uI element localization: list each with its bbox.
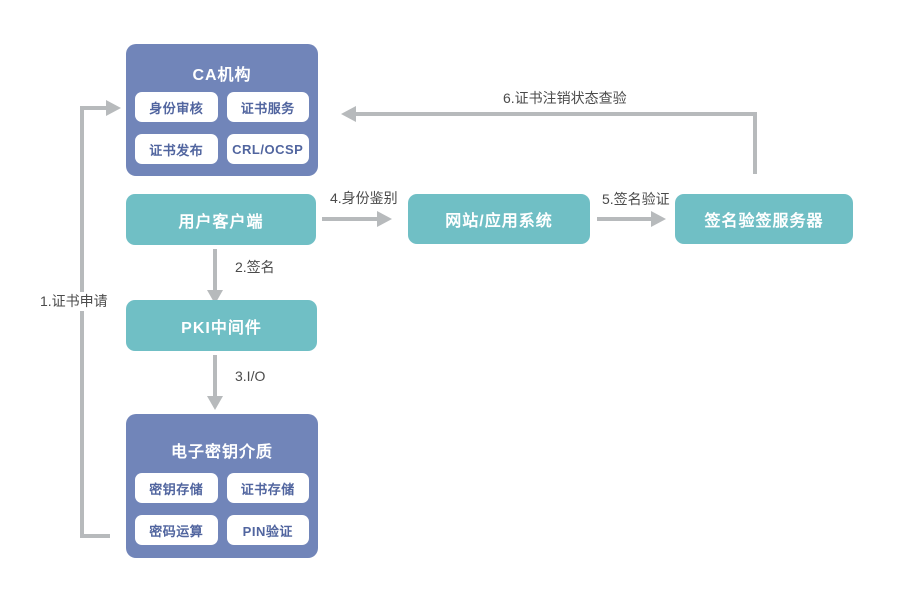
edge4-arrowhead-right-icon	[377, 211, 392, 227]
edge6-horizontal-line	[356, 112, 757, 116]
edge6-arrowhead-left-icon	[341, 106, 356, 122]
key-medium-node: 电子密钥介质 密钥存储 证书存储 密码运算 PIN验证	[126, 414, 318, 558]
key-chip-key-storage: 密钥存储	[135, 473, 218, 503]
edge1-vertical-line	[80, 106, 84, 538]
ca-chip-identity-review: 身份审核	[135, 92, 218, 122]
edge1-bottom-line	[80, 534, 110, 538]
edge4-label: 4.身份鉴别	[327, 189, 401, 208]
edge6-label: 6.证书注销状态查验	[500, 89, 630, 108]
edge1-top-line	[80, 106, 108, 110]
edge2-label: 2.签名	[232, 258, 278, 277]
user-client-node: 用户客户端	[126, 194, 316, 245]
edge6-vertical-line	[753, 112, 757, 174]
key-medium-node-chips: 密钥存储 证书存储 密码运算 PIN验证	[135, 473, 309, 545]
ca-chip-cert-publish: 证书发布	[135, 134, 218, 164]
ca-node: CA机构 身份审核 证书服务 证书发布 CRL/OCSP	[126, 44, 318, 176]
website-app-node: 网站/应用系统	[408, 194, 590, 244]
edge2-vertical-line	[213, 249, 217, 291]
ca-chip-crl-ocsp: CRL/OCSP	[226, 134, 309, 164]
key-chip-pin-verify: PIN验证	[226, 515, 309, 545]
edge5-arrowhead-right-icon	[651, 211, 666, 227]
edge1-arrowhead-right-icon	[106, 100, 121, 116]
edge5-label: 5.签名验证	[599, 190, 673, 209]
key-chip-cert-storage: 证书存储	[226, 473, 309, 503]
key-chip-crypto-compute: 密码运算	[135, 515, 218, 545]
ca-node-title: CA机构	[192, 67, 252, 84]
edge3-vertical-line	[213, 355, 217, 397]
edge1-label: 1.证书申请	[37, 292, 111, 311]
edge3-arrowhead-down-icon	[207, 396, 223, 410]
pki-middleware-node: PKI中间件	[126, 300, 317, 351]
edge5-horizontal-line	[597, 217, 651, 221]
sign-verify-server-node: 签名验签服务器	[675, 194, 853, 244]
edge4-horizontal-line	[322, 217, 377, 221]
ca-chip-cert-service: 证书服务	[226, 92, 309, 122]
ca-node-chips: 身份审核 证书服务 证书发布 CRL/OCSP	[135, 92, 309, 164]
edge3-label: 3.I/O	[232, 367, 269, 386]
key-medium-node-title: 电子密钥介质	[170, 444, 273, 461]
